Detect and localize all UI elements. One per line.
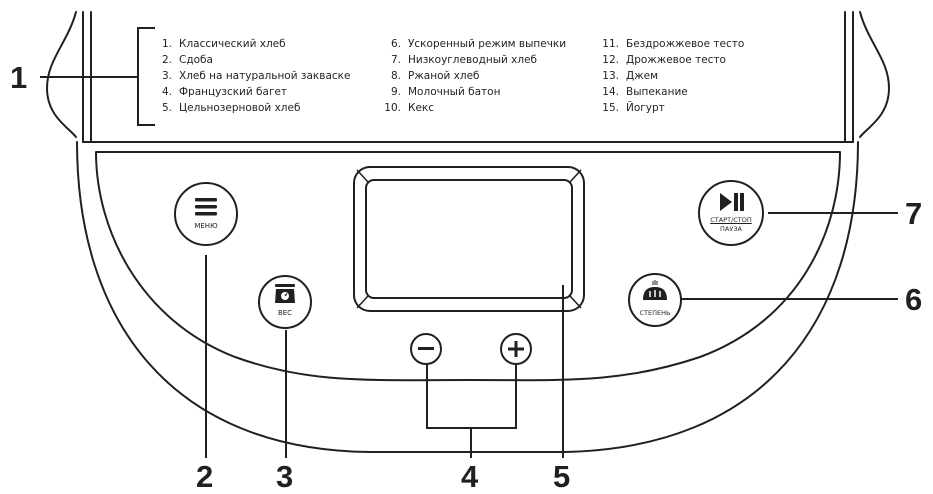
program-item: 15.Йогурт bbox=[602, 102, 665, 114]
program-list-column-3: 11.Бездрожжевое тесто 12.Дрожжевое тесто… bbox=[597, 36, 744, 116]
crust-level-button[interactable]: СТЕПЕНЬ bbox=[628, 273, 682, 327]
program-list-column-2: 6.Ускоренный режим выпечки 7.Низкоуглево… bbox=[379, 36, 566, 116]
menu-button[interactable]: МЕНЮ bbox=[174, 182, 238, 246]
callout-5: 5 bbox=[553, 459, 571, 494]
bread-icon bbox=[643, 280, 667, 300]
callout-3: 3 bbox=[276, 459, 294, 494]
callout-7: 7 bbox=[905, 196, 923, 231]
start-stop-label: СТАРТ/СТОП bbox=[710, 216, 752, 224]
program-list-column-1: 1.Классический хлеб 2.Сдоба 3.Хлеб на на… bbox=[158, 36, 350, 116]
scale-icon bbox=[275, 284, 295, 303]
program-item: 12.Дрожжевое тесто bbox=[602, 54, 726, 66]
program-item: 14.Выпекание bbox=[602, 86, 688, 98]
program-item: 6.Ускоренный режим выпечки bbox=[390, 38, 567, 50]
program-item: 2.Сдоба bbox=[161, 54, 213, 66]
program-item: 5.Цельнозерновой хлеб bbox=[161, 102, 301, 114]
callout-2: 2 bbox=[196, 459, 214, 494]
plus-icon bbox=[508, 341, 524, 357]
callout-6: 6 bbox=[905, 282, 923, 317]
pause-label: ПАУЗА bbox=[720, 225, 742, 233]
program-item: 3.Хлеб на натуральной закваске bbox=[161, 70, 351, 82]
crust-level-label: СТЕПЕНЬ bbox=[639, 309, 671, 317]
minus-button[interactable] bbox=[410, 333, 442, 365]
menu-button-label: МЕНЮ bbox=[194, 222, 218, 230]
weight-button[interactable]: ВЕС bbox=[258, 275, 312, 329]
weight-button-label: ВЕС bbox=[277, 309, 293, 317]
program-item: 7.Низкоуглеводный хлеб bbox=[390, 54, 538, 66]
callout-1: 1 bbox=[10, 60, 28, 95]
program-item: 10.Кекс bbox=[384, 102, 435, 114]
play-pause-icon bbox=[720, 193, 744, 211]
program-item: 11.Бездрожжевое тесто bbox=[602, 38, 745, 50]
program-item: 13.Джем bbox=[602, 70, 659, 82]
program-item: 1.Классический хлеб bbox=[161, 38, 286, 50]
hamburger-icon bbox=[195, 198, 217, 216]
program-item: 9.Молочный батон bbox=[390, 86, 501, 98]
program-item: 4.Французский багет bbox=[161, 86, 288, 98]
plus-button[interactable] bbox=[500, 333, 532, 365]
minus-icon bbox=[418, 347, 434, 350]
start-stop-button[interactable]: СТАРТ/СТОП ПАУЗА bbox=[698, 180, 764, 246]
program-item: 8.Ржаной хлеб bbox=[390, 70, 480, 82]
callout-4: 4 bbox=[461, 459, 479, 494]
